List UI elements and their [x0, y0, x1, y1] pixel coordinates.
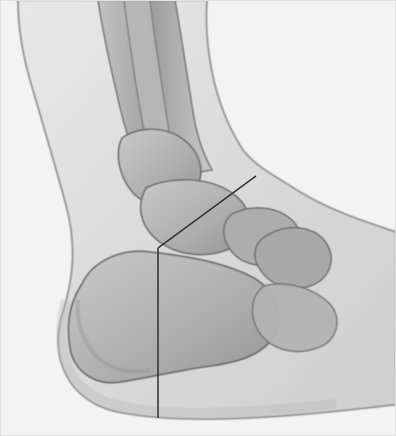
ankle-illustration — [0, 0, 396, 436]
illustration-frame — [0, 0, 396, 436]
